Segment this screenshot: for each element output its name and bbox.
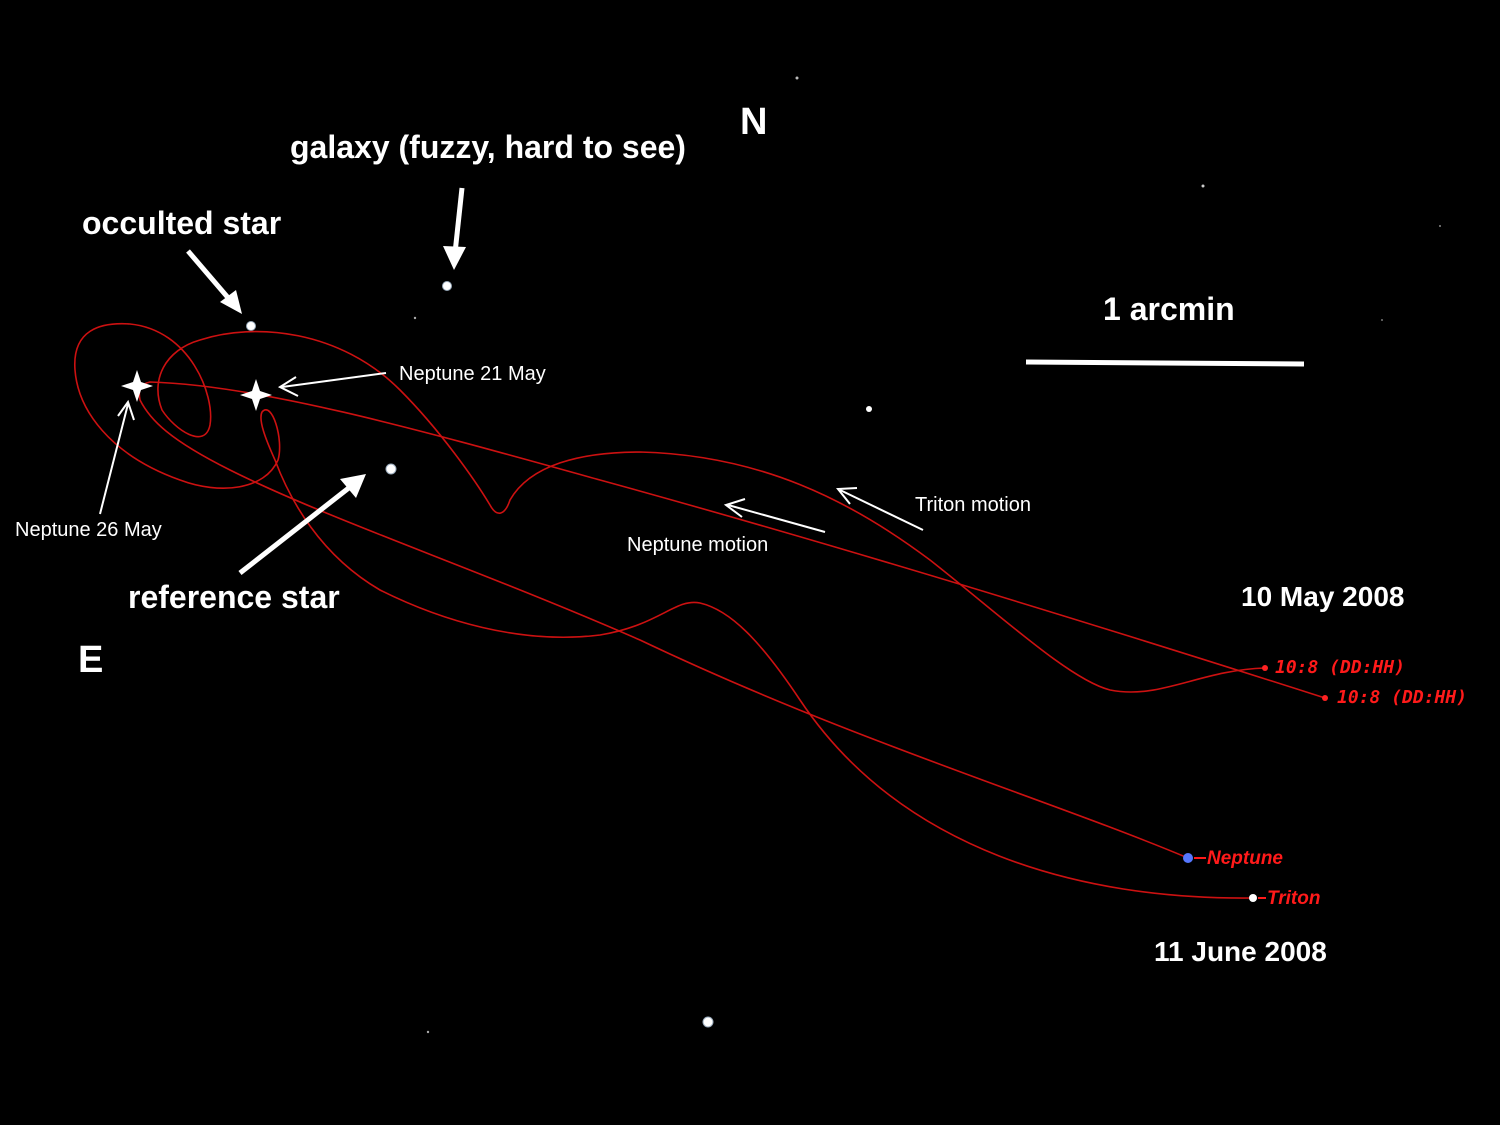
scale-bar	[1025, 359, 1305, 367]
galaxy-arrowhead	[443, 246, 466, 270]
neptune-21-may-arrow	[281, 372, 387, 388]
east-label: E	[78, 639, 104, 681]
occulted-star-arrowhead	[220, 290, 242, 314]
neptune-motion-arrowhead	[723, 498, 746, 518]
faint-star	[1439, 225, 1441, 227]
start-date-label: 10 May 2008	[1241, 581, 1405, 612]
neptune-26-may-arrowhead	[117, 399, 135, 421]
field-star	[702, 1016, 714, 1028]
triton-track	[74, 322, 1266, 899]
galaxy-marker	[442, 281, 452, 291]
occulted-star-marker	[246, 321, 256, 331]
neptune-end-marker	[1183, 853, 1193, 863]
field-star	[866, 406, 872, 412]
end-date-label: 11 June 2008	[1154, 936, 1327, 967]
neptune-21-may-arrowhead	[277, 376, 299, 397]
neptune-26-may-arrow	[99, 403, 129, 515]
reference-star-arrowhead	[340, 474, 366, 498]
triton-start-tag: 10:8 (DD:HH)	[1275, 657, 1406, 678]
neptune-track	[138, 381, 1326, 859]
neptune-21-may-marker	[240, 379, 272, 411]
reference-star-marker	[385, 463, 397, 475]
annotation-arrows	[186, 187, 466, 575]
background-stars	[413, 76, 1441, 1034]
thin-arrows	[99, 372, 924, 533]
orbit-tracks	[74, 322, 1328, 899]
neptune-21-may-label: Neptune 21 May	[399, 363, 546, 385]
bright-stars	[246, 281, 872, 1028]
north-label: N	[740, 101, 768, 143]
triton-motion-arrowhead	[836, 487, 858, 505]
triton-end-marker	[1249, 894, 1257, 902]
occulted-star-label: occulted star	[82, 205, 282, 241]
faint-star	[413, 316, 417, 320]
occulted-star-arrow	[186, 249, 232, 302]
faint-star	[426, 1030, 430, 1034]
faint-star	[1381, 319, 1383, 321]
neptune-26-may-marker	[121, 370, 153, 402]
neptune-26-may-label: Neptune 26 May	[15, 519, 162, 541]
faint-star	[1201, 184, 1205, 188]
neptune-start-tag: 10:8 (DD:HH)	[1337, 687, 1468, 708]
reference-star-arrow	[238, 485, 352, 575]
neptune-end-tag: Neptune	[1207, 848, 1283, 869]
triton-motion-arrow	[839, 489, 924, 531]
galaxy-arrow	[452, 187, 465, 254]
triton-motion-label: Triton motion	[915, 494, 1031, 516]
triton-start-dot	[1262, 665, 1268, 671]
scale-label: 1 arcmin	[1103, 291, 1235, 327]
galaxy-label: galaxy (fuzzy, hard to see)	[290, 129, 686, 165]
neptune-motion-label: Neptune motion	[627, 534, 769, 556]
neptune-start-dot	[1322, 695, 1328, 701]
reference-star-label: reference star	[128, 579, 340, 615]
faint-star	[795, 76, 799, 80]
triton-end-tag: Triton	[1267, 888, 1321, 909]
neptune-motion-arrow	[727, 504, 826, 533]
